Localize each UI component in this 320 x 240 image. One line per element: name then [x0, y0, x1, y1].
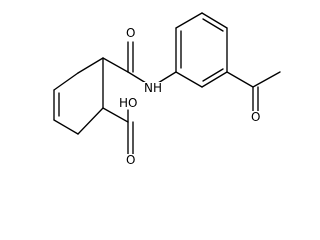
bond-benz-2: [175, 12, 203, 29]
atom-label-acid-oxygen: O: [125, 153, 137, 167]
bond-ring-top: [77, 57, 104, 74]
bond-benz-3: [201, 12, 228, 29]
bond-benz-5-inner: [202, 68, 224, 82]
bond-aryl-to-acetyl: [226, 71, 254, 88]
atom-label-amide-oxygen: O: [125, 26, 137, 40]
bond-amide-c-n: [127, 71, 147, 84]
atom-label-ketone-oxygen: O: [250, 110, 262, 124]
bond-drawing: [53, 12, 281, 155]
bond-acetyl-methyl: [252, 71, 281, 88]
bond-ring-to-amide-c: [102, 57, 129, 73]
molecule-diagram: O NH HO O O: [53, 12, 281, 167]
bond-benz-6: [175, 71, 203, 88]
atom-label-acid-hydroxyl: HO: [118, 96, 139, 110]
bond-ring-to-acid-c: [102, 107, 129, 123]
bond-ring-bottom: [53, 119, 79, 135]
bond-benz-5: [201, 71, 228, 88]
bond-ring-upper-left: [53, 72, 79, 91]
atom-label-amide-nh: NH: [143, 81, 163, 95]
bond-ring-right: [77, 107, 104, 135]
bond-benz-3-inner: [202, 18, 224, 32]
bond-n-to-aryl: [157, 71, 177, 84]
